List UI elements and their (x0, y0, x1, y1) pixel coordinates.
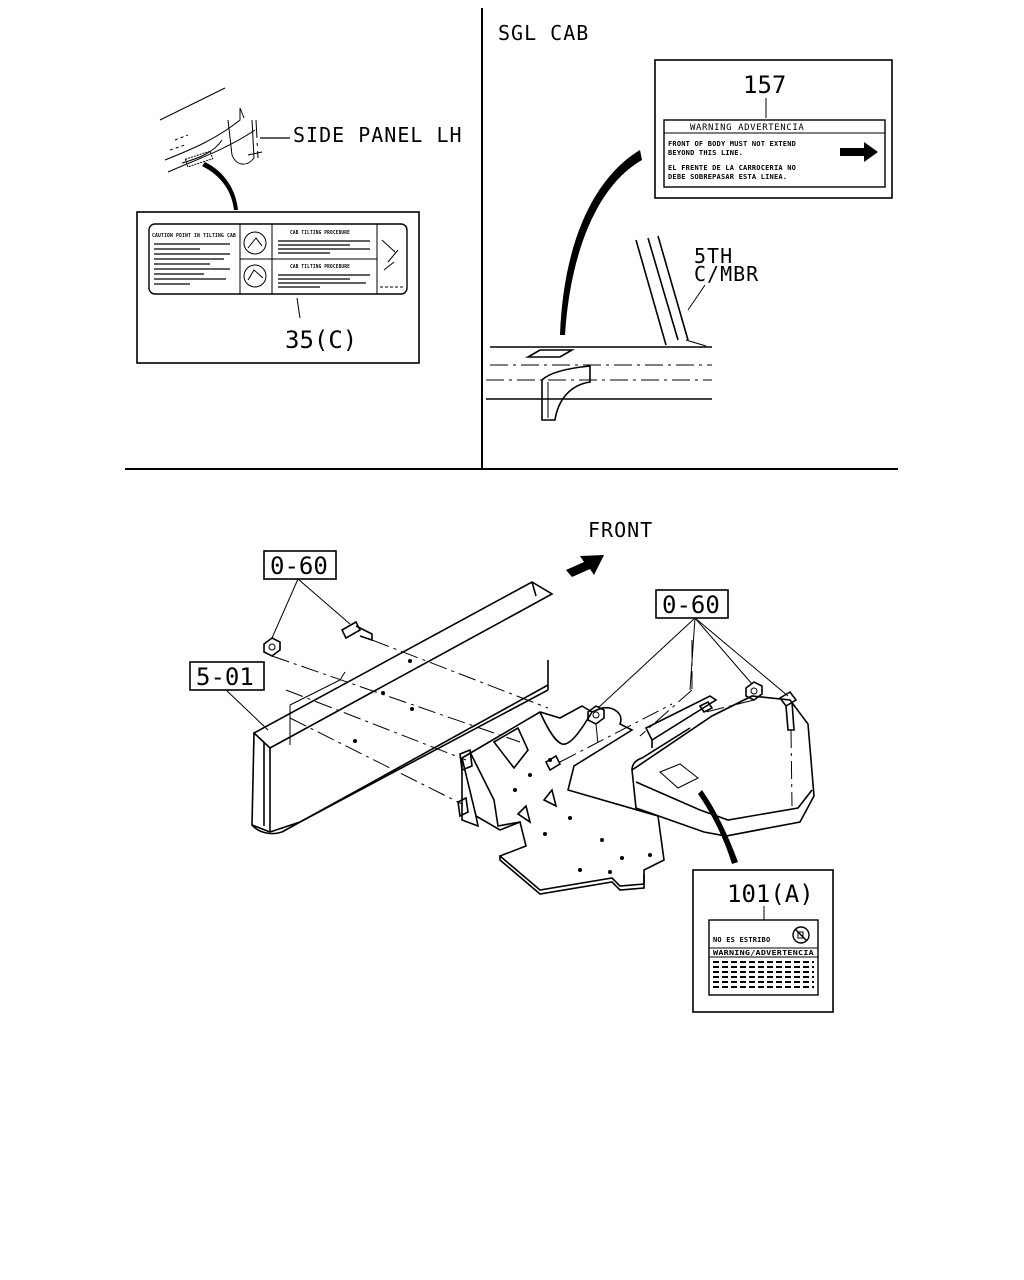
bolts-and-nuts (263, 620, 798, 818)
label-101-pointer-arrow (698, 790, 738, 864)
ref-0-60-b-leader-3 (694, 617, 753, 685)
ref-5-01-leader (225, 689, 269, 731)
label-101-callout: 101(A) (727, 880, 814, 908)
label-157-line4: DEBE SOBREPASAR ESTA LINEA. (668, 173, 787, 181)
right-arrow-icon (840, 142, 878, 162)
hole-markers (353, 659, 414, 743)
fifth-cmbr-label-line1: 5TH (694, 244, 733, 268)
no-step-icon (792, 926, 810, 944)
label-157-callout: 157 (743, 71, 786, 99)
ref-0-60-b-box (655, 589, 729, 619)
centerlines (271, 639, 793, 807)
sgl-cab-label: SGL CAB (498, 21, 589, 45)
label-157-decal: WARNING ADVERTENCIA FRONT OF BODY MUST N… (663, 119, 886, 188)
front-label: FRONT (588, 518, 653, 542)
frame-rail-sketch (486, 235, 712, 421)
ref-5-01-box (189, 661, 265, 691)
label-101-line1: NO ES ESTRIBO (713, 936, 770, 944)
label-35-leader (296, 297, 301, 319)
side-panel-sketch (159, 87, 263, 173)
label-35-header-right-1: CAB TILTING PROCEDURE (290, 230, 350, 236)
bracket-plate-assembly (461, 705, 665, 895)
label-101-line2: WARNING/ADVERTENCIA (713, 949, 815, 957)
front-arrow-icon (566, 555, 604, 577)
label-157-pointer-arrow (560, 150, 642, 335)
ref-0-60-b: 0-60 (662, 591, 720, 619)
label-101-decal: NO ES ESTRIBO WARNING/ADVERTENCIA (708, 919, 819, 996)
ref-0-60-a: 0-60 (270, 552, 328, 580)
ref-0-60-b-leader-1 (597, 617, 696, 709)
frame-rail-assembly (251, 581, 554, 835)
label-35-header-right-2: CAB TILTING PROCEDURE (290, 264, 350, 270)
fifth-cmbr-label-line2: C/MBR (694, 262, 759, 286)
label-157-line1: FRONT OF BODY MUST NOT EXTEND (668, 140, 796, 148)
label-35-pointer-arrow (202, 162, 238, 210)
label-35-decal: CAUTION POINT IN TILTING CAB CAB TILTING… (148, 223, 408, 295)
side-panel-label: SIDE PANEL LH (293, 123, 463, 147)
label-157-line3: EL FRENTE DE LA CARROCERIA NO (668, 164, 796, 172)
ref-5-01: 5-01 (196, 663, 254, 691)
label-35-callout: 35(C) (285, 326, 357, 354)
ref-0-60-a-box (263, 550, 337, 580)
ref-0-60-a-leader-1 (271, 578, 299, 639)
fifth-cmbr-leader (687, 284, 706, 311)
battery-box-assembly (631, 695, 815, 837)
label-157-title: WARNING ADVERTENCIA (690, 123, 804, 133)
label-157-line2: BEYOND THIS LINE. (668, 149, 743, 157)
label-35-header-left: CAUTION POINT IN TILTING CAB (152, 233, 236, 239)
ref-0-60-b-leader-4 (694, 617, 789, 697)
ref-0-60-a-leader-2 (297, 578, 351, 625)
